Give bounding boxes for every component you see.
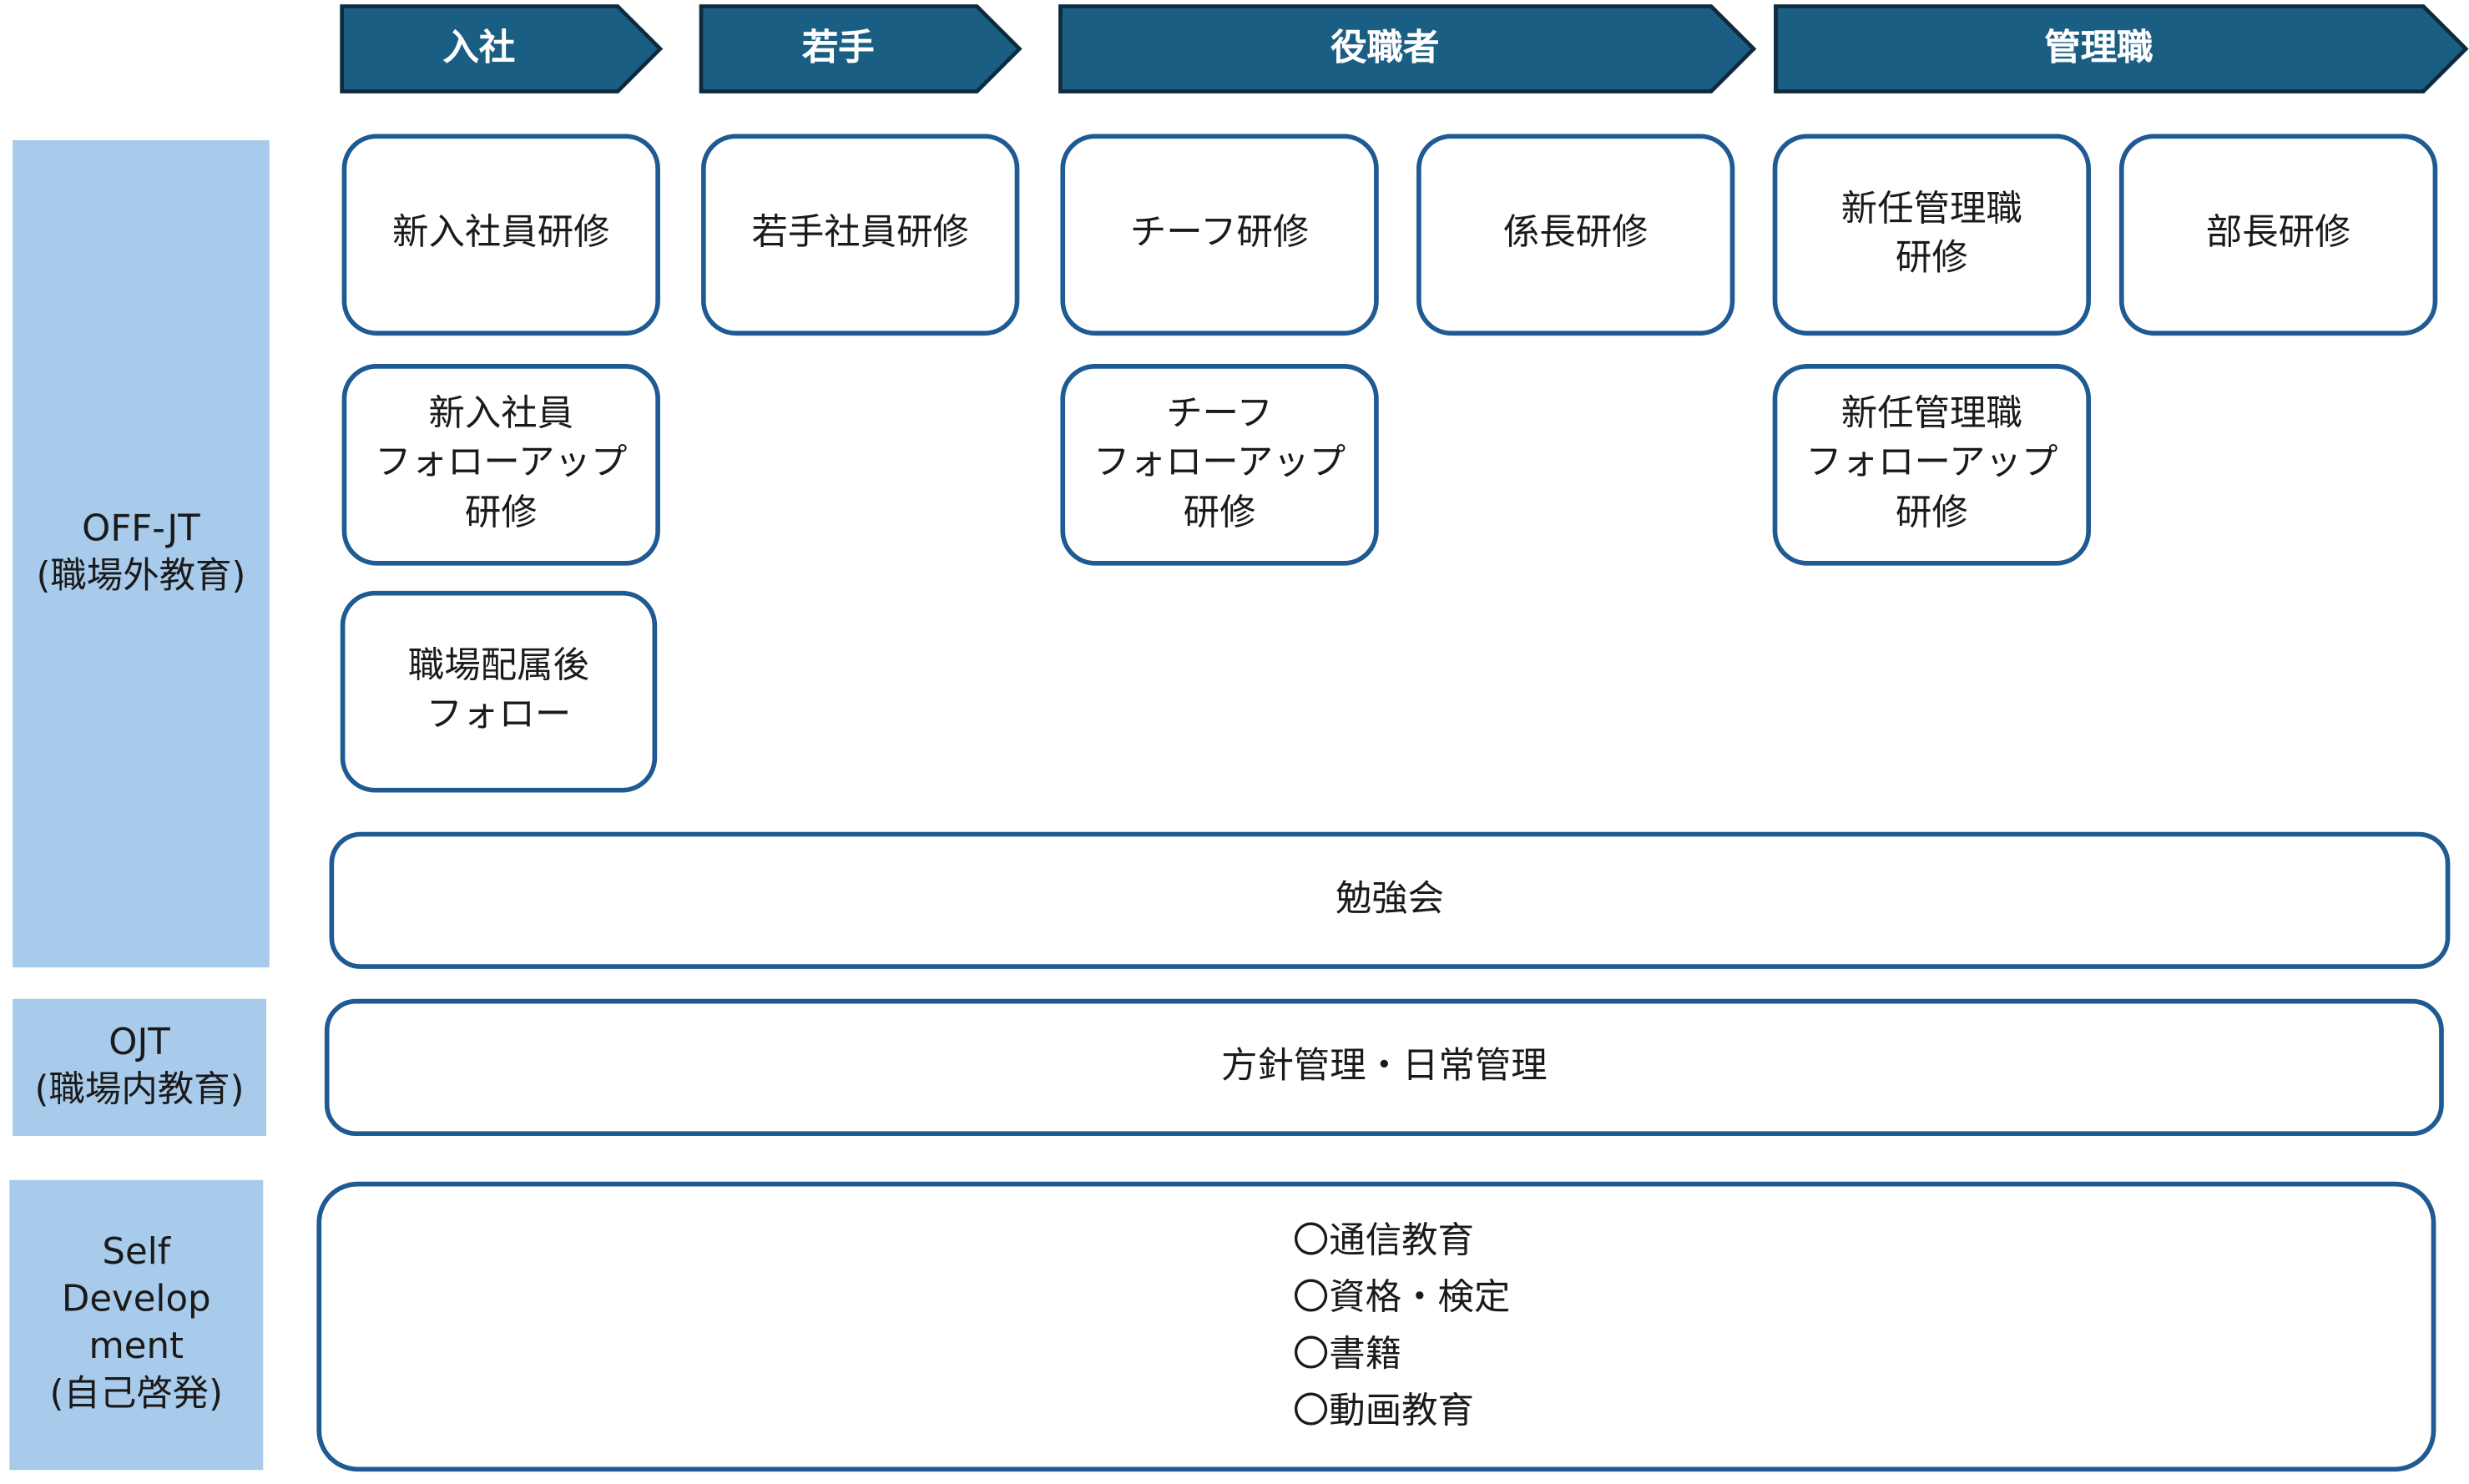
self-development-box: 〇通信教育 〇資格・検定 〇書籍 〇動画教育: [316, 1181, 2436, 1472]
training-new-employee: 新入社員研修: [341, 134, 660, 336]
list-item: 〇通信教育: [1292, 1220, 1474, 1263]
training-label: 新任管理職 フォローアップ 研修: [1805, 394, 2058, 534]
stage-arrow-young: 若手: [699, 4, 1022, 93]
category-ojt: OJT (職場内教育): [13, 998, 267, 1137]
training-chief-followup: チーフ フォローアップ 研修: [1060, 364, 1379, 566]
chevron-shape: [699, 4, 1022, 93]
training-label: 新入社員研修: [392, 213, 610, 255]
list-item: 〇動画教育: [1292, 1391, 1474, 1432]
category-label: OJT (職場内教育): [34, 1022, 245, 1110]
stage-arrow-new-hire: 入社: [340, 4, 664, 93]
training-department-head: 部長研修: [2118, 134, 2438, 336]
ojt-policy-management: 方針管理・日常管理: [324, 998, 2444, 1137]
stage-label: 管理職: [2044, 28, 2153, 70]
chevron-shape: [1774, 4, 2469, 93]
chevron-shape: [1058, 4, 1757, 93]
training-new-employee-followup: 新入社員 フォローアップ 研修: [341, 364, 660, 566]
training-section-chief: 係長研修: [1416, 134, 1735, 336]
training-post-assignment-follow: 職場配属後 フォロー: [340, 590, 658, 793]
training-label: 新任管理職 研修: [1840, 189, 2022, 280]
list-item: 〇書籍: [1292, 1334, 1402, 1375]
training-label: 職場配属後 フォロー: [407, 645, 589, 736]
self-development-list: 〇通信教育 〇資格・検定 〇書籍 〇動画教育: [1293, 1214, 1511, 1441]
training-new-manager: 新任管理職 研修: [1772, 134, 2091, 336]
stage-label: 役職者: [1330, 28, 1440, 70]
training-young-employee: 若手社員研修: [701, 134, 1020, 336]
category-label: Self Develop ment (自己啓発): [49, 1232, 224, 1415]
stage-arrow-officer: 役職者: [1058, 4, 1757, 93]
training-label: 新入社員 フォローアップ 研修: [375, 394, 628, 534]
training-label: 若手社員研修: [751, 213, 969, 255]
training-chief: チーフ研修: [1060, 134, 1379, 336]
category-label: OFF-JT (職場外教育): [36, 507, 246, 597]
stage-label: 若手: [801, 28, 875, 70]
stage-label: 入社: [442, 28, 516, 70]
category-off-jt: OFF-JT (職場外教育): [13, 140, 270, 968]
training-label: チーフ フォローアップ 研修: [1093, 394, 1346, 534]
list-item: 〇資格・検定: [1292, 1277, 1511, 1320]
training-new-manager-followup: 新任管理職 フォローアップ 研修: [1772, 364, 2091, 566]
training-study-group: 勉強会: [329, 831, 2451, 969]
training-label: チーフ研修: [1129, 213, 1310, 255]
training-label: 勉強会: [1335, 879, 1445, 921]
chevron-shape: [340, 4, 664, 93]
training-label: 係長研修: [1502, 213, 1649, 255]
training-label: 部長研修: [2205, 213, 2351, 255]
ojt-label: 方針管理・日常管理: [1220, 1046, 1548, 1088]
stage-arrow-manager: 管理職: [1774, 4, 2469, 93]
category-self-development: Self Develop ment (自己啓発): [9, 1179, 264, 1471]
